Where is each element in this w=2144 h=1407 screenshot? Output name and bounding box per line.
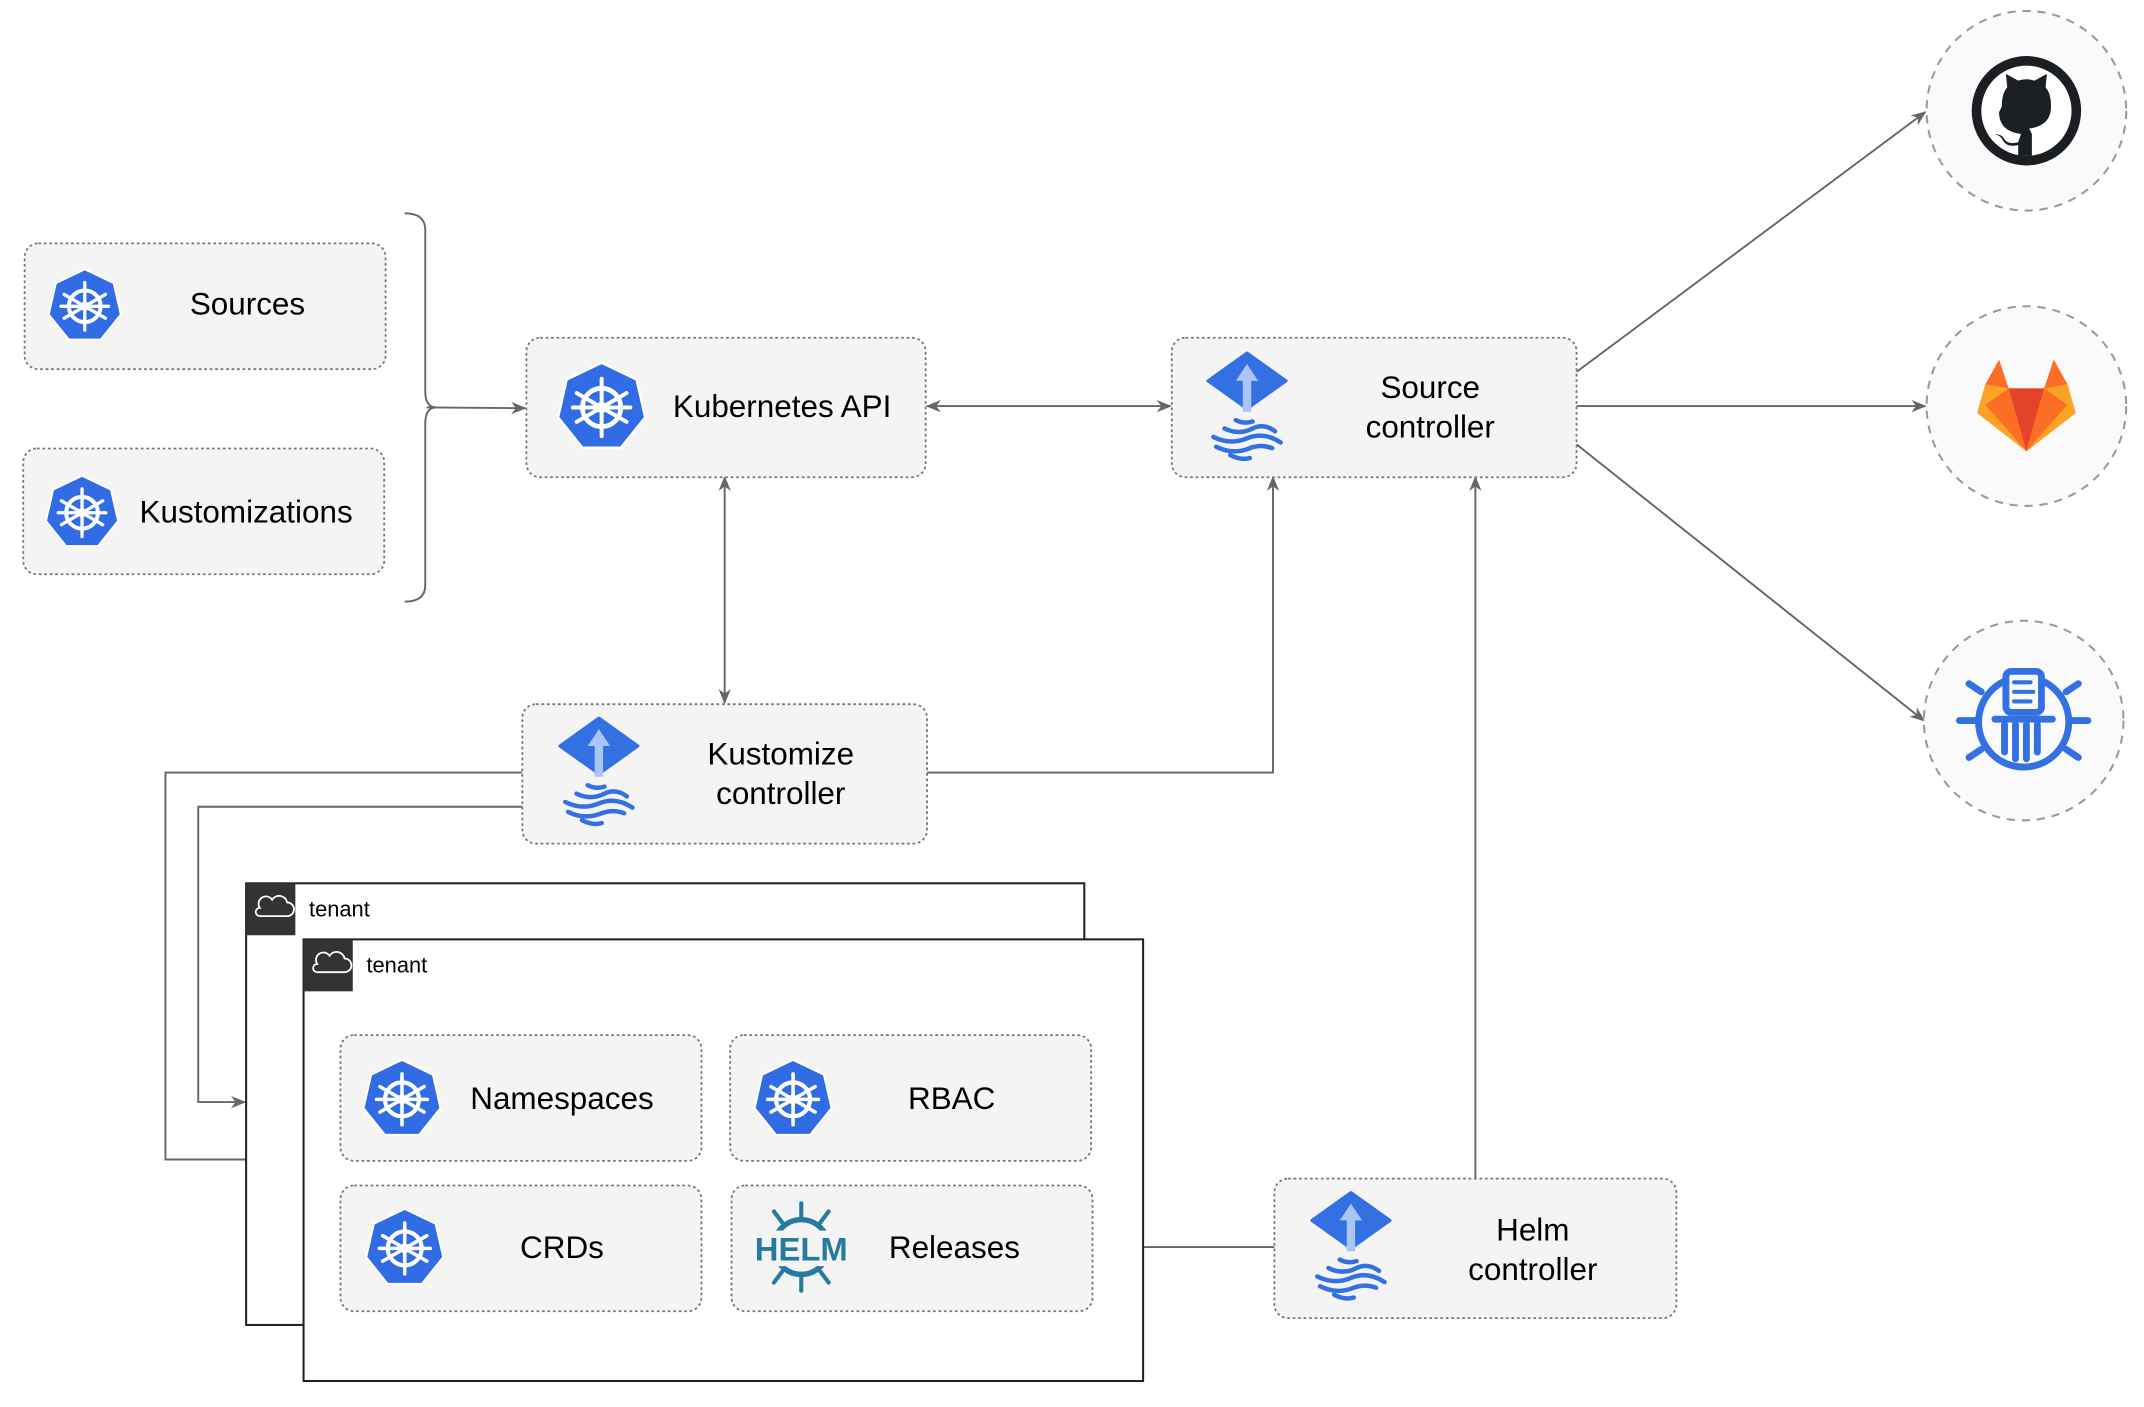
source-controller-label-2: controller — [1366, 410, 1495, 445]
edge-source-github — [1575, 111, 1927, 373]
edge-kustomize-to-source — [927, 475, 1280, 774]
helm-logo-text: HELM — [755, 1231, 848, 1268]
rbac-label: RBAC — [908, 1081, 995, 1116]
tenant-label: tenant — [366, 952, 427, 977]
helm-controller-label-1: Helm — [1496, 1212, 1569, 1247]
edges — [164, 111, 1927, 1254]
node-namespaces[interactable]: Namespaces — [339, 1034, 703, 1162]
node-sources[interactable]: Sources — [23, 242, 387, 371]
helm-controller-label-2: controller — [1468, 1252, 1597, 1287]
cloud-icon — [254, 894, 295, 918]
namespaces-label: Namespaces — [470, 1081, 653, 1116]
edge-crds-to-api — [426, 401, 527, 415]
node-releases[interactable]: HELM Releases — [730, 1184, 1094, 1313]
gitlab-source[interactable] — [1925, 305, 2128, 507]
tenant-label: tenant — [309, 896, 370, 921]
node-source-controller[interactable]: Source controller — [1170, 336, 1578, 479]
kustomizations-label: Kustomizations — [140, 494, 353, 529]
edge-kustomize-to-tenant-back — [197, 805, 523, 1109]
node-kubernetes-api[interactable]: Kubernetes API — [525, 336, 927, 479]
kubernetes-api-label: Kubernetes API — [673, 389, 891, 424]
gitlab-icon — [1977, 359, 2076, 452]
node-helm-controller[interactable]: Helm controller — [1273, 1177, 1678, 1320]
sources-label: Sources — [190, 287, 305, 322]
node-kustomize-controller[interactable]: Kustomize controller — [521, 703, 928, 845]
releases-label: Releases — [889, 1230, 1020, 1265]
source-controller-label-1: Source — [1380, 370, 1480, 405]
kustomize-controller-label-1: Kustomize — [707, 736, 854, 771]
bucket-icon — [1955, 667, 2092, 771]
node-rbac[interactable]: RBAC — [729, 1034, 1093, 1162]
crds-label: CRDs — [520, 1230, 604, 1265]
edge-source-bucket — [1575, 443, 1926, 722]
bucket-source[interactable] — [1922, 619, 2125, 822]
cloud-icon — [312, 950, 353, 974]
node-kustomizations[interactable]: Kustomizations — [22, 447, 386, 576]
node-crds[interactable]: CRDs — [339, 1184, 703, 1313]
github-source[interactable] — [1925, 9, 2128, 212]
edge-kustomize-to-tenant-front — [164, 771, 523, 1166]
helm-icon: HELM — [752, 1201, 851, 1293]
github-icon — [1971, 56, 2082, 166]
kustomize-controller-label-2: controller — [716, 776, 845, 811]
